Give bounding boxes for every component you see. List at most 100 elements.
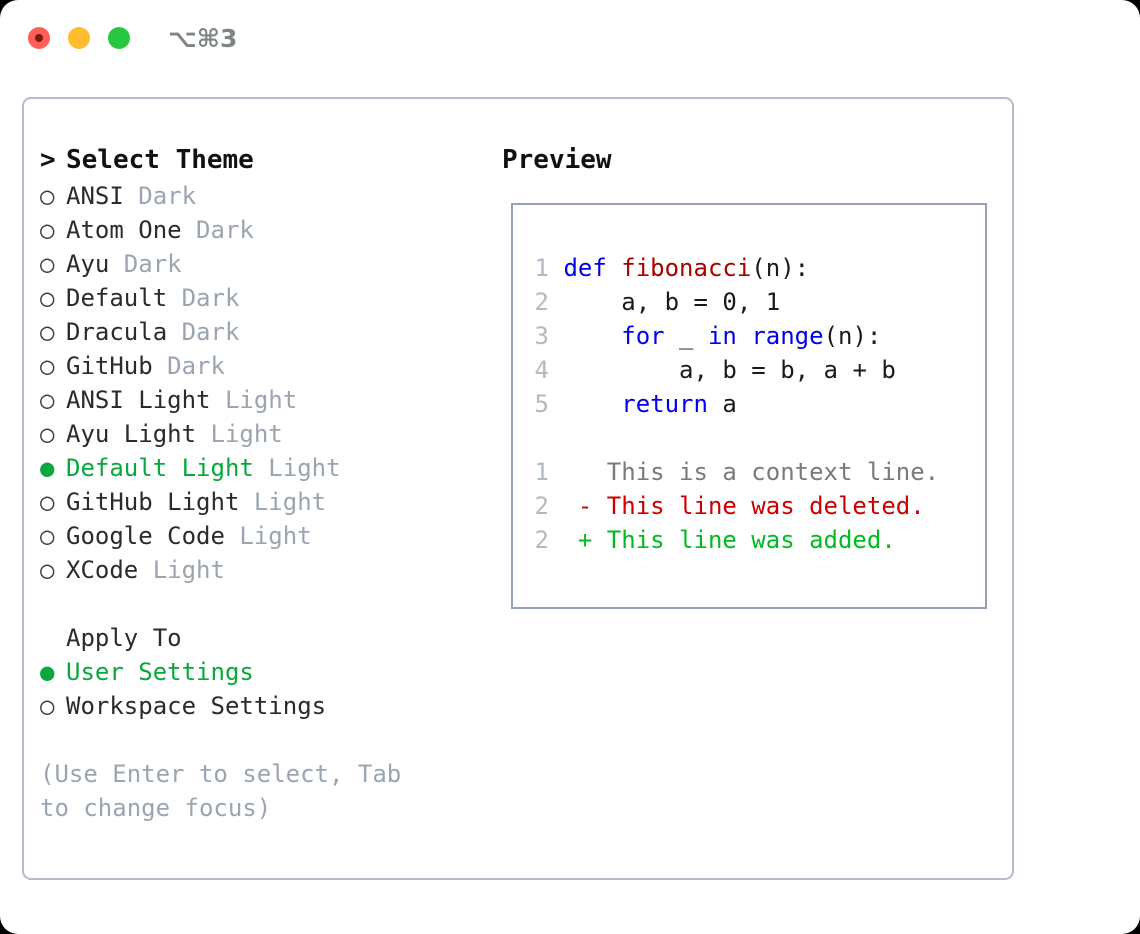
radio-unselected-icon: ○ bbox=[40, 216, 55, 244]
theme-option-google-code[interactable]: ○ Google Code Light bbox=[40, 519, 480, 553]
theme-option-xcode[interactable]: ○ XCode Light bbox=[40, 553, 480, 587]
theme-option-label: Google Code bbox=[66, 522, 240, 550]
theme-option-label: ANSI Light bbox=[66, 386, 225, 414]
theme-option-label: Ayu Light bbox=[66, 420, 211, 448]
theme-variant-tag: Dark bbox=[196, 216, 254, 244]
theme-option-ayu-light[interactable]: ○Ayu Light Light bbox=[40, 417, 480, 451]
code-line: 3 for _ in range(n): bbox=[527, 319, 979, 353]
preview-title: Preview bbox=[502, 145, 612, 175]
theme-option-ayu[interactable]: ○ Ayu Dark bbox=[40, 247, 480, 281]
line-number: 1 bbox=[534, 458, 549, 486]
radio-selected-icon: ● bbox=[40, 454, 55, 482]
theme-variant-tag: Light bbox=[224, 386, 298, 414]
code-token: range bbox=[751, 322, 824, 350]
code-token: in bbox=[707, 322, 737, 350]
radio-unselected-icon: ○ bbox=[40, 182, 55, 210]
section-title-label: Select Theme bbox=[66, 145, 254, 175]
code-token: a, b = 0, 1 bbox=[563, 288, 781, 316]
code-token bbox=[737, 322, 751, 350]
radio-unselected-icon: ○ bbox=[40, 522, 55, 550]
line-number: 2 bbox=[534, 288, 549, 316]
code-line: 5 return a bbox=[527, 387, 979, 421]
line-number: 4 bbox=[534, 356, 549, 384]
radio-unselected-icon: ○ bbox=[40, 352, 55, 380]
line-number: 5 bbox=[534, 390, 549, 418]
theme-variant-tag: Dark bbox=[181, 284, 240, 312]
radio-unselected-icon: ○ bbox=[40, 386, 55, 414]
preview-pane: Preview 1 def fibonacci(n):2 a, b = 0, 1… bbox=[502, 141, 1002, 609]
code-token: return bbox=[621, 390, 708, 418]
diff-line-ctx: 1 This is a context line. bbox=[527, 455, 979, 489]
title-bar: ⌥⌘3 bbox=[0, 0, 1140, 76]
content-panel: > Select Theme ○ ANSI Dark ○ Atom One Dark ○ A… bbox=[22, 97, 1014, 880]
theme-option-ansi-light[interactable]: ○ ANSI Light Light bbox=[40, 383, 480, 417]
maximize-button[interactable] bbox=[108, 27, 130, 49]
code-line: 2 a, b = 0, 1 bbox=[527, 285, 979, 319]
line-number: 2 bbox=[534, 492, 549, 520]
section-title-select-theme: > Select Theme bbox=[40, 141, 480, 179]
theme-option-label: Default Light bbox=[66, 454, 269, 482]
radio-unselected-icon: ○ bbox=[40, 420, 55, 448]
theme-option-label: XCode bbox=[66, 556, 153, 584]
close-button[interactable] bbox=[28, 27, 50, 49]
theme-variant-tag: Dark bbox=[138, 182, 197, 210]
theme-option-default-light[interactable]: ●Default Light Light bbox=[40, 451, 480, 485]
code-line: 4 a, b = b, a + b bbox=[527, 353, 979, 387]
diff-line-add: 2 + This line was added. bbox=[527, 523, 979, 557]
theme-option-label: Ayu bbox=[66, 250, 124, 278]
theme-option-label: GitHub Light bbox=[66, 488, 254, 516]
line-number: 2 bbox=[534, 526, 549, 554]
line-number: 3 bbox=[534, 322, 549, 350]
code-line: 1 def fibonacci(n): bbox=[527, 251, 979, 285]
code-token: a, b = b, a + b bbox=[563, 356, 896, 384]
keyboard-hint-text: (Use Enter to select, Tab to change focu… bbox=[40, 760, 402, 822]
code-token: for bbox=[621, 322, 665, 350]
theme-option-ansi[interactable]: ○ ANSI Dark bbox=[40, 179, 480, 213]
apply-to-option-list: ● User Settings ○Workspace Settings bbox=[40, 655, 480, 723]
theme-option-atom-one[interactable]: ○ Atom One Dark bbox=[40, 213, 480, 247]
theme-option-github[interactable]: ○GitHub Dark bbox=[40, 349, 480, 383]
apply-to-header: Apply To bbox=[66, 624, 182, 652]
theme-option-github-light[interactable]: ○GitHub Light Light bbox=[40, 485, 480, 519]
minimize-button[interactable] bbox=[68, 27, 90, 49]
theme-option-label: GitHub bbox=[66, 352, 168, 380]
theme-variant-tag: Light bbox=[239, 522, 312, 550]
diff-line-text: This is a context line. bbox=[549, 458, 940, 486]
theme-option-label: Atom One bbox=[66, 216, 197, 244]
theme-option-label: Dracula bbox=[66, 318, 182, 346]
radio-unselected-icon: ○ bbox=[40, 284, 55, 312]
radio-unselected-icon: ○ bbox=[40, 488, 55, 516]
theme-variant-tag: Dark bbox=[181, 318, 240, 346]
code-token: a bbox=[707, 390, 737, 418]
code-token: fibonacci bbox=[621, 254, 752, 282]
code-diff-separator bbox=[527, 421, 979, 455]
apply-to-option-label: Workspace Settings bbox=[66, 692, 327, 720]
theme-variant-tag: Light bbox=[152, 556, 225, 584]
theme-option-label: ANSI bbox=[66, 182, 139, 210]
code-token: (n): bbox=[751, 254, 810, 282]
list-spacer bbox=[40, 587, 480, 621]
code-token bbox=[563, 390, 621, 418]
theme-variant-tag: Dark bbox=[123, 250, 182, 278]
theme-option-default[interactable]: ○ Default Dark bbox=[40, 281, 480, 315]
radio-selected-icon: ● bbox=[40, 658, 55, 686]
apply-to-option-user-settings[interactable]: ● User Settings bbox=[40, 655, 480, 689]
caret-icon: > bbox=[40, 145, 56, 175]
line-number: 1 bbox=[534, 254, 549, 282]
apply-to-option-workspace-settings[interactable]: ○Workspace Settings bbox=[40, 689, 480, 723]
theme-option-list: ○ ANSI Dark ○ Atom One Dark ○ Ayu Dark ○ Defaul… bbox=[40, 179, 480, 587]
code-token bbox=[563, 322, 621, 350]
radio-unselected-icon: ○ bbox=[40, 318, 55, 346]
diff-line-text: - This line was deleted. bbox=[549, 492, 925, 520]
keyboard-shortcut-label: ⌥⌘3 bbox=[168, 24, 238, 53]
radio-unselected-icon: ○ bbox=[40, 556, 55, 584]
code-token: (n): bbox=[823, 322, 882, 350]
apply-to-option-label: User Settings bbox=[66, 658, 254, 686]
theme-picker: > Select Theme ○ ANSI Dark ○ Atom One Dark ○ A… bbox=[40, 141, 480, 825]
theme-option-dracula[interactable]: ○ Dracula Dark bbox=[40, 315, 480, 349]
radio-unselected-icon: ○ bbox=[40, 250, 55, 278]
theme-option-label: Default bbox=[66, 284, 182, 312]
